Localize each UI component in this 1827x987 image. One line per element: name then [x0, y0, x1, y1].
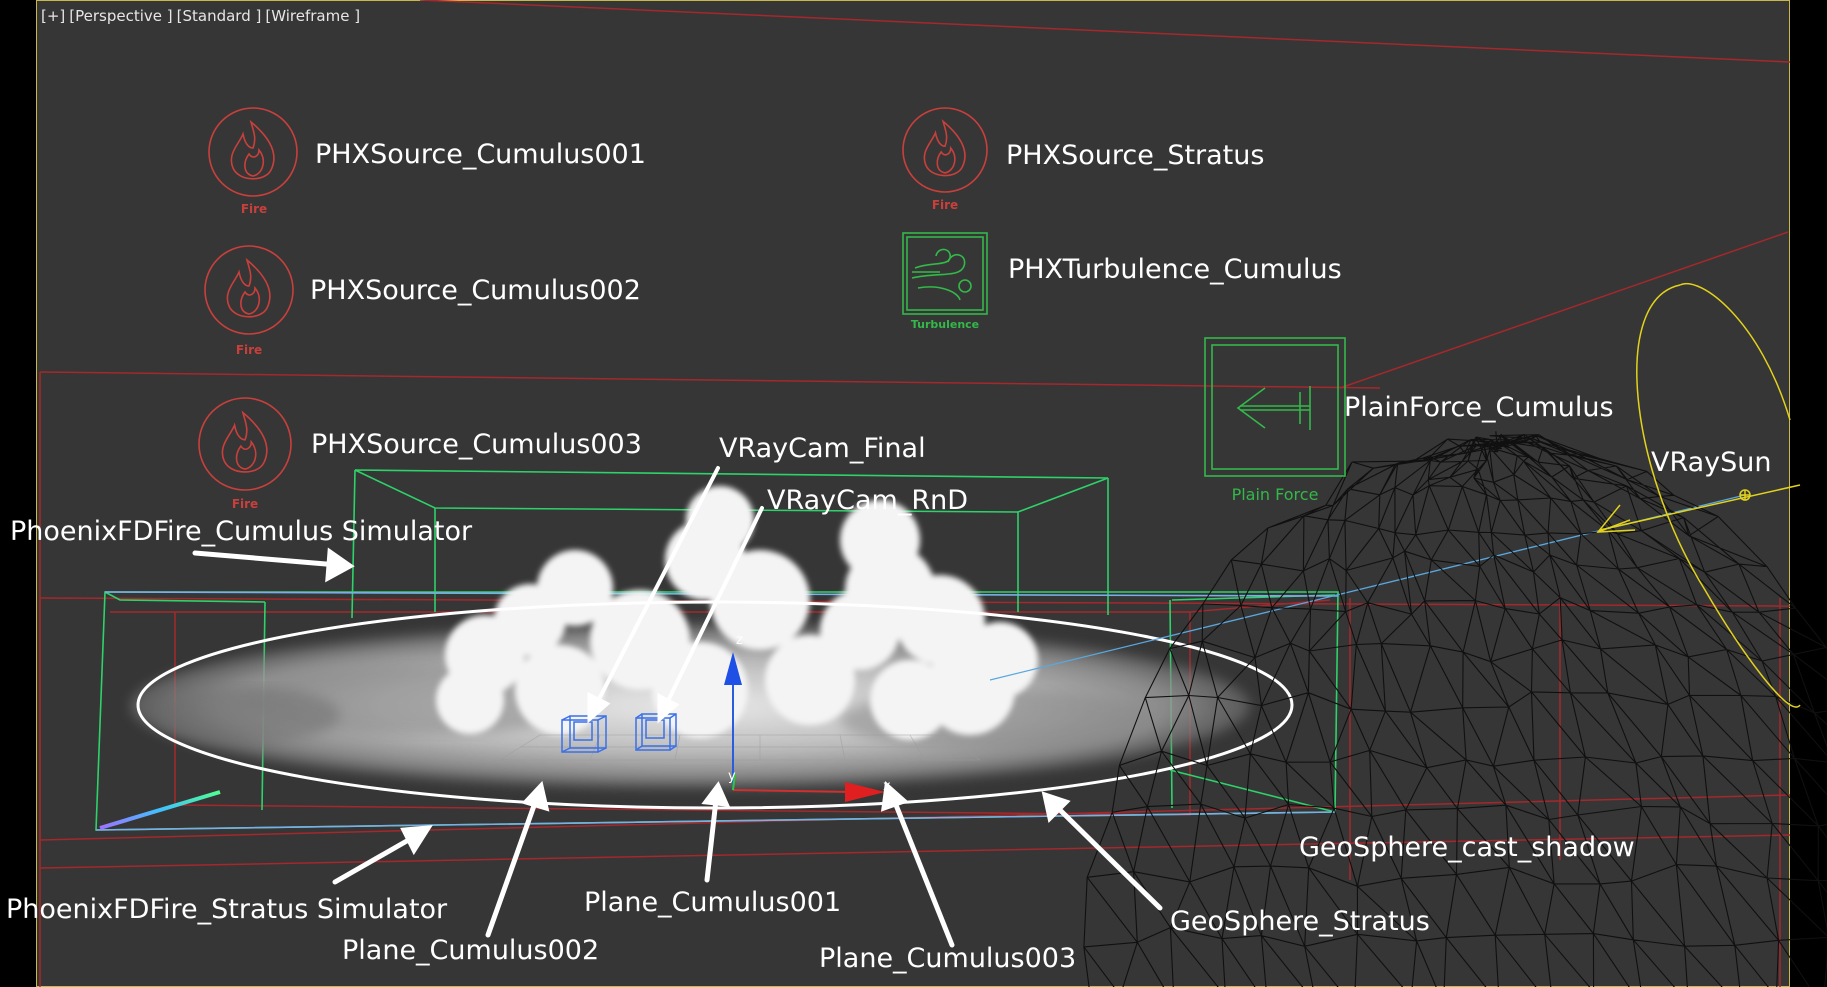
label-vraysun[interactable]: VRaySun [1651, 447, 1772, 478]
viewport-mode-label[interactable]: [Wireframe ] [265, 7, 361, 25]
gizmo-z-label: z [736, 633, 743, 648]
geosphere-mesh [1083, 431, 1827, 987]
camera-icon[interactable] [561, 715, 607, 753]
fire-caption-cumulus001: Fire [240, 202, 268, 216]
fire-icon[interactable] [204, 245, 294, 335]
fire-caption-cumulus002: Fire [235, 343, 263, 357]
turbulence-caption: Turbulence [911, 318, 979, 331]
plain-force-icon[interactable] [1204, 337, 1346, 477]
camera-icon[interactable] [635, 713, 677, 751]
label-phxsource-cumulus003[interactable]: PHXSource_Cumulus003 [311, 429, 642, 460]
label-vraycam-final[interactable]: VRayCam_Final [719, 433, 926, 464]
plane-cumulus-grid [498, 734, 982, 761]
cumulus-clouds [436, 486, 1038, 740]
viewport-view-label[interactable]: [Perspective ] [69, 7, 173, 25]
viewport-label-bar[interactable]: [+][Perspective ][Standard ][Wireframe ] [41, 7, 364, 25]
label-phxsource-cumulus002[interactable]: PHXSource_Cumulus002 [310, 275, 641, 306]
vraysun-helper[interactable] [1596, 282, 1801, 708]
gizmo-y-label: y [728, 769, 736, 784]
label-phoenixfdfire-stratus-simulator[interactable]: PhoenixFDFire_Stratus Simulator [6, 894, 448, 925]
label-plane-cumulus003[interactable]: Plane_Cumulus003 [819, 943, 1077, 974]
label-geosphere-cast-shadow[interactable]: GeoSphere_cast_shadow [1299, 832, 1635, 863]
label-phoenixfdfire-cumulus-simulator[interactable]: PhoenixFDFire_Cumulus Simulator [10, 516, 473, 547]
fire-caption-cumulus003: Fire [231, 497, 259, 511]
label-phxsource-stratus[interactable]: PHXSource_Stratus [1006, 140, 1265, 171]
turbulence-icon[interactable] [902, 232, 988, 315]
viewport-menu-button[interactable]: [+] [41, 7, 66, 25]
label-geosphere-stratus[interactable]: GeoSphere_Stratus [1170, 906, 1430, 937]
stratus-simulator-corner-gizmo [99, 790, 221, 830]
label-plainforce-cumulus[interactable]: PlainForce_Cumulus [1344, 392, 1614, 423]
fire-icon[interactable] [208, 107, 298, 197]
label-plane-cumulus001[interactable]: Plane_Cumulus001 [584, 887, 842, 918]
geosphere-wireframe[interactable] [1083, 431, 1827, 987]
label-vraycam-rnd[interactable]: VRayCam_RnD [767, 485, 969, 516]
fire-caption-stratus: Fire [931, 198, 959, 212]
plain-force-caption: Plain Force [1232, 485, 1319, 504]
fire-icon[interactable] [198, 397, 292, 491]
label-plane-cumulus002[interactable]: Plane_Cumulus002 [342, 935, 600, 966]
label-phxturbulence-cumulus[interactable]: PHXTurbulence_Cumulus [1008, 254, 1342, 285]
viewport-shading-label[interactable]: [Standard ] [176, 7, 262, 25]
annotation-arrows [192, 466, 1163, 948]
label-phxsource-cumulus001[interactable]: PHXSource_Cumulus001 [315, 139, 646, 170]
fire-icon[interactable] [902, 107, 988, 193]
cumulus-simulator-box[interactable] [351, 469, 1109, 619]
